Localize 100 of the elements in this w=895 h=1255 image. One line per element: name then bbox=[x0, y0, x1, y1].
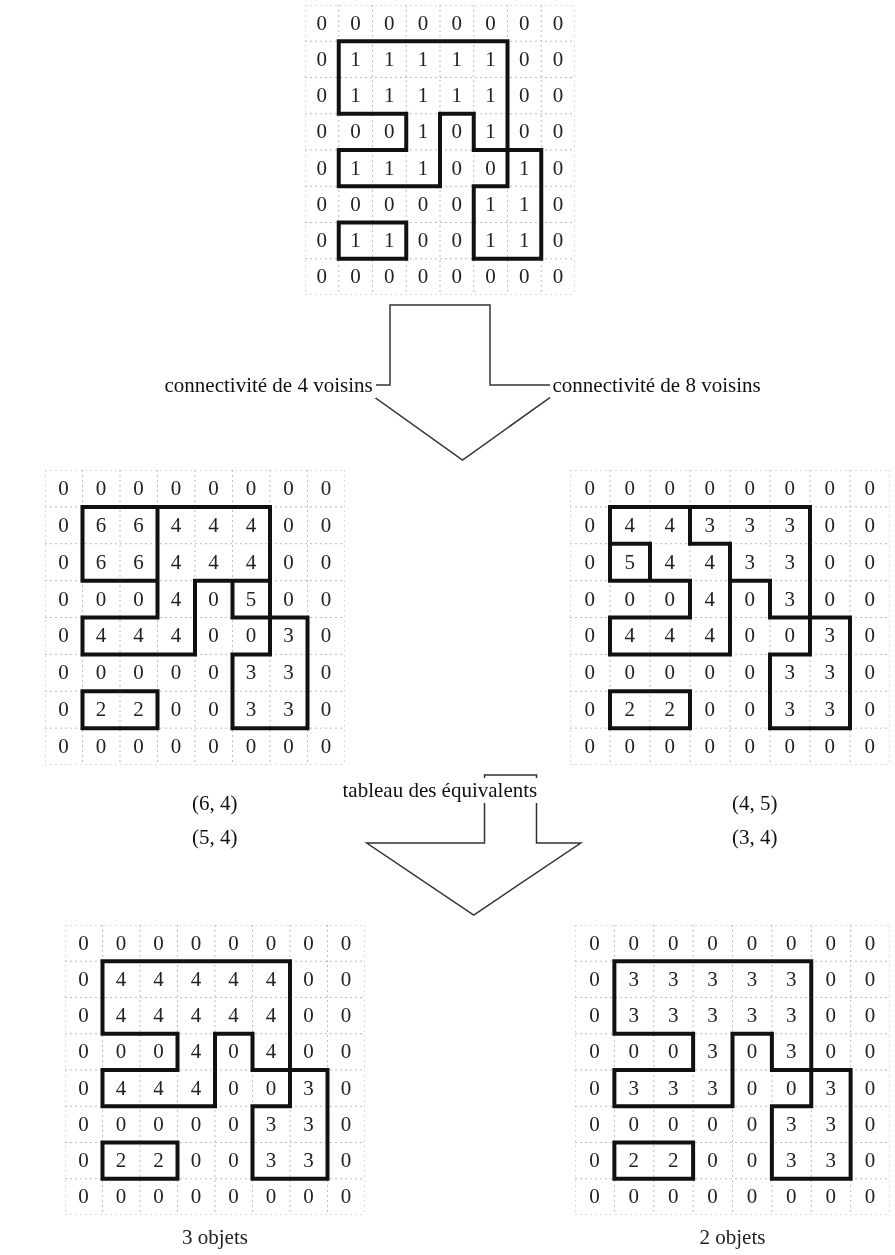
grid-value: 0 bbox=[864, 623, 875, 649]
grid-value: 4 bbox=[245, 512, 257, 538]
grid-value: 0 bbox=[245, 734, 257, 760]
grid-value: 0 bbox=[417, 264, 429, 290]
grid-value: 3 bbox=[825, 1075, 836, 1101]
grid-value: 0 bbox=[383, 191, 395, 217]
grid-value: 0 bbox=[417, 228, 429, 254]
grid-value: 2 bbox=[667, 1148, 679, 1174]
grid-value: 0 bbox=[744, 697, 755, 723]
grid-value: 0 bbox=[451, 228, 462, 254]
grid-value: 0 bbox=[824, 512, 835, 538]
grid-value: 4 bbox=[115, 966, 127, 992]
grid-value: 3 bbox=[786, 1003, 797, 1029]
grid-value: 0 bbox=[707, 1111, 718, 1137]
grid-value: 0 bbox=[824, 586, 835, 612]
grid-value: 4 bbox=[153, 1003, 164, 1029]
grid-value: 0 bbox=[78, 1148, 89, 1174]
grid-value: 4 bbox=[664, 549, 675, 575]
grid-value: 3 bbox=[667, 1075, 679, 1101]
grid-value: 0 bbox=[78, 1111, 89, 1137]
grid-value: 0 bbox=[589, 1003, 600, 1029]
grid-value: 3 bbox=[825, 1148, 836, 1174]
grid-value: 0 bbox=[707, 1184, 718, 1210]
grid-value: 0 bbox=[864, 512, 875, 538]
grid-value: 1 bbox=[417, 46, 429, 72]
grid-value: 0 bbox=[383, 119, 395, 145]
grid-value: 0 bbox=[58, 512, 69, 538]
grid-value: 4 bbox=[153, 1075, 164, 1101]
grid-value: 0 bbox=[283, 734, 294, 760]
grid-value: 0 bbox=[746, 1148, 758, 1174]
grid-value: 4 bbox=[170, 586, 182, 612]
grid-value: 4 bbox=[704, 623, 715, 649]
grid-value: 0 bbox=[667, 1111, 679, 1137]
grid-value: 3 bbox=[265, 1111, 277, 1137]
grid-value: 1 bbox=[350, 228, 361, 254]
grid-value: 0 bbox=[451, 264, 462, 290]
number-grid bbox=[65, 925, 365, 1215]
grid-value: 0 bbox=[864, 1039, 876, 1065]
grid-value: 0 bbox=[667, 1184, 679, 1210]
grid-value: 3 bbox=[824, 623, 835, 649]
grid-value: 0 bbox=[115, 1039, 127, 1065]
grid-value: 0 bbox=[864, 660, 875, 686]
grid-value: 0 bbox=[383, 10, 395, 36]
grid-value: 1 bbox=[383, 228, 395, 254]
grid-value: 0 bbox=[303, 1003, 314, 1029]
grid-value: 4 bbox=[228, 1003, 239, 1029]
grid-value: 0 bbox=[58, 660, 69, 686]
grid-value: 3 bbox=[824, 697, 835, 723]
grid-value: 4 bbox=[245, 549, 257, 575]
grid-value: 1 bbox=[485, 228, 496, 254]
grid-value: 0 bbox=[584, 512, 595, 538]
grid-value: 0 bbox=[228, 1184, 239, 1210]
grid-value: 2 bbox=[664, 697, 675, 723]
grid-value: 1 bbox=[485, 83, 496, 109]
grid-value: 0 bbox=[664, 475, 675, 501]
grid-value: 3 bbox=[303, 1075, 314, 1101]
grid-value: 0 bbox=[824, 549, 835, 575]
grid-value: 0 bbox=[784, 475, 795, 501]
grid-value: 0 bbox=[707, 930, 718, 956]
grid-value: 0 bbox=[451, 155, 462, 181]
grid-value: 4 bbox=[190, 966, 202, 992]
grid-value: 0 bbox=[95, 586, 107, 612]
grid-value: 3 bbox=[707, 1039, 718, 1065]
grid-value: 0 bbox=[825, 1184, 836, 1210]
grid-value: 0 bbox=[153, 1184, 164, 1210]
grid-value: 0 bbox=[667, 930, 679, 956]
grid-value: 3 bbox=[786, 1148, 797, 1174]
grid-value: 0 bbox=[744, 586, 755, 612]
grid-value: 0 bbox=[115, 1184, 127, 1210]
grid-value: 0 bbox=[552, 119, 564, 145]
grid-value: 4 bbox=[624, 512, 635, 538]
grid-value: 0 bbox=[228, 1111, 239, 1137]
grid-value: 3 bbox=[784, 512, 795, 538]
grid-value: 0 bbox=[589, 1075, 600, 1101]
grid-value: 0 bbox=[340, 1039, 352, 1065]
grid-value: 0 bbox=[552, 83, 564, 109]
grid-value: 0 bbox=[704, 475, 715, 501]
grid-value: 0 bbox=[746, 1184, 758, 1210]
grid-value: 0 bbox=[283, 549, 294, 575]
grid-value: 0 bbox=[115, 1111, 127, 1137]
grid-value: 0 bbox=[584, 586, 595, 612]
grid-value: 0 bbox=[303, 930, 314, 956]
grid-value: 0 bbox=[825, 1003, 836, 1029]
grid-value: 0 bbox=[704, 697, 715, 723]
grid-value: 3 bbox=[245, 660, 257, 686]
grid-value: 3 bbox=[786, 1039, 797, 1065]
grid-value: 4 bbox=[265, 1003, 277, 1029]
grid-value: 0 bbox=[589, 1111, 600, 1137]
grid-value: 3 bbox=[303, 1148, 314, 1174]
grid-value: 0 bbox=[628, 1039, 640, 1065]
grid-value: 0 bbox=[451, 191, 462, 217]
grid-value: 0 bbox=[170, 475, 182, 501]
grid-value: 0 bbox=[786, 1075, 797, 1101]
grid-value: 0 bbox=[316, 191, 327, 217]
grid-value: 1 bbox=[383, 155, 395, 181]
grid-value: 0 bbox=[153, 1111, 164, 1137]
grid-value: 0 bbox=[589, 1039, 600, 1065]
grid-value: 4 bbox=[170, 512, 182, 538]
grid-value: 0 bbox=[95, 475, 107, 501]
grid-value: 0 bbox=[58, 697, 69, 723]
